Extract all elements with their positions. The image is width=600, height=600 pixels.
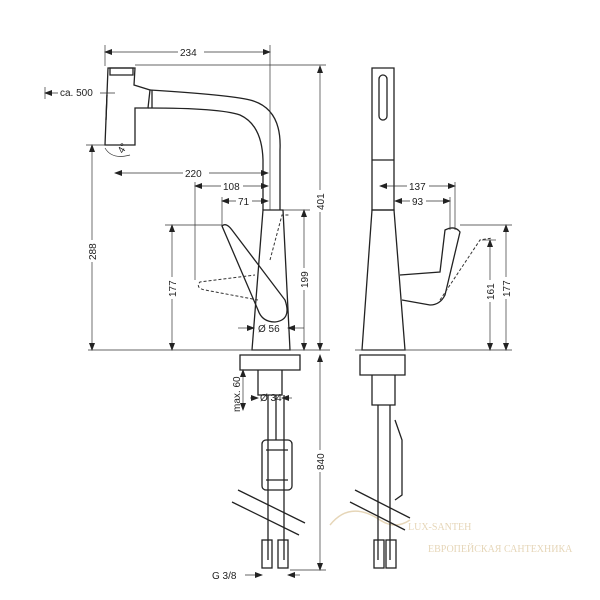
flow-box [261, 439, 293, 491]
dim-199: 199 [300, 271, 311, 288]
dim-288: 288 [88, 243, 99, 260]
watermark: LUX-SANTEH ЕВРОПЕЙСКАЯ САНТЕХНИКА [329, 510, 573, 555]
dim-161: 161 [486, 283, 497, 300]
dim-177: 177 [168, 280, 179, 297]
side-spout [371, 67, 395, 211]
watermark-tagline: ЕВРОПЕЙСКАЯ САНТЕХНИКА [428, 543, 573, 555]
lever [221, 224, 288, 323]
dim-71: 71 [238, 197, 250, 208]
dim-234: 234 [180, 48, 197, 59]
side-flow-box [394, 419, 403, 501]
watermark-brand: LUX-SANTEH [408, 522, 471, 533]
dim-d34: Ø 34 [260, 393, 282, 404]
side-body [361, 209, 406, 351]
dim-108: 108 [223, 182, 240, 193]
side-lever [399, 227, 461, 306]
dim-side-177: 177 [502, 280, 513, 297]
dim-angle: 4° [116, 142, 130, 156]
dim-d56: Ø 56 [258, 324, 280, 335]
front-dimensions: 234 ca. 500 4° 220 108 71 401 288 177 [44, 45, 327, 582]
side-dimensions: 137 93 161 177 [379, 180, 513, 351]
dim-137: 137 [409, 182, 426, 193]
dim-ca-500: ca. 500 [60, 88, 93, 99]
dim-840: 840 [316, 453, 327, 470]
dim-93: 93 [412, 197, 424, 208]
base-plate [239, 354, 301, 371]
watermark-logo-icon [329, 510, 411, 526]
dim-220: 220 [185, 169, 202, 180]
spray-head [104, 67, 151, 146]
dim-max-60: max. 60 [232, 376, 243, 412]
side-view [349, 67, 512, 569]
spout [149, 89, 281, 210]
dim-g38: G 3/8 [212, 571, 237, 582]
dim-401: 401 [316, 193, 327, 210]
front-view [88, 67, 330, 569]
